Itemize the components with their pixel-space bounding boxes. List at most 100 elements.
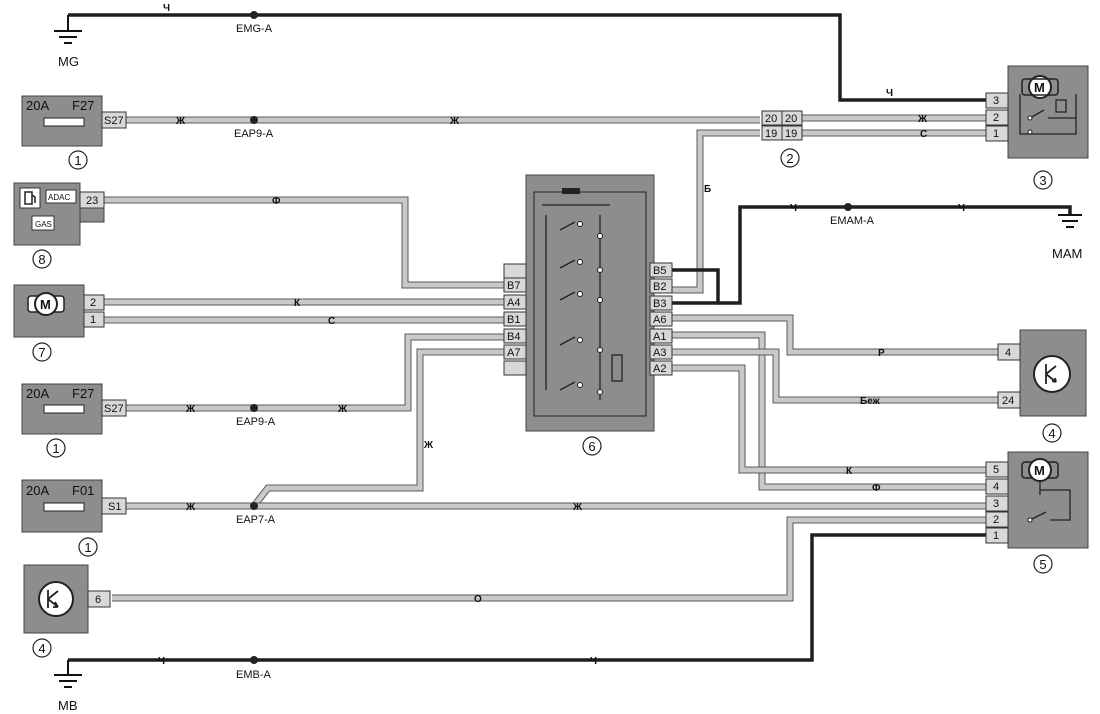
wire-label-o: О — [474, 594, 482, 605]
switch-6-pin-a3: A3 — [653, 347, 666, 359]
motor-3-pin-2: 2 — [993, 112, 999, 124]
fuel-icon — [19, 187, 41, 209]
fuse-top-pin: S27 — [104, 115, 124, 127]
fuse-mid-code: F27 — [72, 386, 94, 401]
wire-dash-b7 — [104, 196, 505, 289]
switch-6-pin-a1: A1 — [653, 331, 666, 343]
switch-6-pin-b7: B7 — [507, 280, 520, 292]
switch-6-pin-a6: A6 — [653, 314, 666, 326]
fuse-block-top: 20A F27 S27 1 — [21, 95, 127, 170]
splice-emam-dot — [844, 203, 852, 211]
wire-s27mid-b4 — [126, 333, 505, 412]
motor-7-pin-1: 1 — [90, 314, 96, 326]
motor-3: 3 2 1 M 3 — [985, 65, 1089, 190]
switch-6: B7 A4 B1 B4 A7 B5 B2 B3 A6 A1 A3 A2 6 — [503, 174, 673, 456]
splice-emb-label: EMB-A — [236, 669, 272, 681]
ground-mb-label: MB — [58, 698, 78, 713]
splice-emg-label: EMG-A — [236, 23, 273, 35]
dashboard-pin: 23 — [86, 195, 98, 207]
wire-label-zh: Ж — [572, 502, 583, 513]
switch-6-pin-b1: B1 — [507, 314, 520, 326]
transistor-icon — [1033, 355, 1071, 393]
wire-a3-s4-core — [670, 349, 998, 403]
splice-dots — [250, 11, 852, 664]
wire-label-ch: Ч — [158, 656, 165, 667]
dashboard-label-gas: GAS — [35, 220, 52, 229]
conn2-left-20: 20 — [765, 113, 777, 125]
callout-fuse-mid: 1 — [52, 441, 59, 456]
wire-s4b-m5-2-core — [112, 517, 988, 601]
wire-label-zh: Ж — [185, 502, 196, 513]
wire-label-ch: Ч — [590, 656, 597, 667]
transistor-icon — [38, 581, 74, 617]
conn2-right-19: 19 — [785, 128, 797, 140]
splice-emam-label: EMAM-A — [830, 215, 875, 227]
wire-s4b-m5-2 — [112, 516, 988, 602]
wire-eap7-a7-core — [252, 349, 505, 508]
motor-5-symbol: M — [1034, 463, 1045, 478]
splice-eap7-label: EAP7-A — [236, 514, 276, 526]
wire-conn2-b2-core — [670, 130, 760, 293]
switch-6-pin-b2: B2 — [653, 281, 666, 293]
switch-6-pin-b3: B3 — [653, 298, 666, 310]
wire-label-ch: Ч — [886, 88, 893, 99]
splice-eap9-top-label: EAP9-A — [234, 128, 274, 140]
wire-a3-s4 — [670, 348, 998, 404]
callout-motor-3: 3 — [1039, 173, 1046, 188]
motor-3-pin-3: 3 — [993, 95, 999, 107]
motor-7-icon — [34, 292, 58, 316]
ground-mam: MAM — [1052, 214, 1082, 261]
wire-label-ch: Ч — [958, 203, 965, 214]
wire-label-s: С — [328, 316, 335, 327]
callout-switch-6: 6 — [588, 439, 595, 454]
splice-emb-dot — [250, 656, 258, 664]
sensor-4-bottom: 6 4 — [23, 564, 111, 658]
wire-label-b: Б — [704, 184, 711, 195]
callout-motor-5: 5 — [1039, 557, 1046, 572]
callout-sensor-4-top: 4 — [1048, 426, 1055, 441]
switch-6-pin-b4: B4 — [507, 331, 520, 343]
wire-a2-m5-5-core — [670, 365, 988, 473]
wire-label-k: К — [846, 466, 853, 477]
wire-label-bezh: Беж — [860, 396, 881, 407]
wire-label-r: Р — [878, 348, 885, 359]
fuse-top-amp: 20A — [26, 98, 49, 113]
wire-label-zh: Ж — [449, 116, 460, 127]
fuse-bot-code: F01 — [72, 483, 94, 498]
wire-color-labels: Ч Ч Ж Ж Ж С Ф Б Ч Ч К С Р Беж Ж Ж Ж К Ф … — [158, 3, 965, 667]
fuse-top-code: F27 — [72, 98, 94, 113]
conn2-left-19: 19 — [765, 128, 777, 140]
sensor-4-top-pin-4: 4 — [1005, 347, 1011, 359]
switch-6-pin-a7: A7 — [507, 347, 520, 359]
splice-eap9-mid-dot — [250, 404, 258, 412]
motor-5-pin-2: 2 — [993, 514, 999, 526]
callout-fuse-bot: 1 — [84, 540, 91, 555]
wire-label-f: Ф — [872, 483, 881, 494]
ground-mb: MB — [54, 660, 82, 713]
wire-mg-motor3 — [68, 13, 988, 102]
ground-mg: MG — [54, 15, 82, 69]
wire-label-zh: Ж — [175, 116, 186, 127]
wire-label-zh: Ж — [423, 440, 434, 451]
wire-dash-b7-core — [104, 197, 505, 288]
ground-mg-label: MG — [58, 54, 79, 69]
motor-5-pin-1: 1 — [993, 530, 999, 542]
wire-a1-m5-4 — [670, 331, 988, 491]
wire-label-ch: Ч — [163, 3, 170, 14]
wire-b3-mam — [718, 205, 1072, 305]
motor-5-pin-3: 3 — [993, 498, 999, 510]
instrument-cluster: ADAC GAS 23 8 — [13, 182, 105, 269]
fuse-bot-element — [43, 502, 85, 512]
callout-motor-7: 7 — [38, 345, 45, 360]
wires — [68, 13, 1072, 662]
conn2-right-20: 20 — [785, 113, 797, 125]
callout-sensor-4-bottom: 4 — [38, 641, 45, 656]
callout-fuse-top: 1 — [74, 153, 81, 168]
sensor-4-top-pin-24: 24 — [1002, 395, 1014, 407]
wire-a2-m5-5 — [670, 364, 988, 474]
motor-7-symbol: M — [40, 297, 51, 312]
wire-label-f: Ф — [272, 196, 281, 207]
splice-eap9-top-dot — [250, 116, 258, 124]
motor-3-pin-1: 1 — [993, 128, 999, 140]
